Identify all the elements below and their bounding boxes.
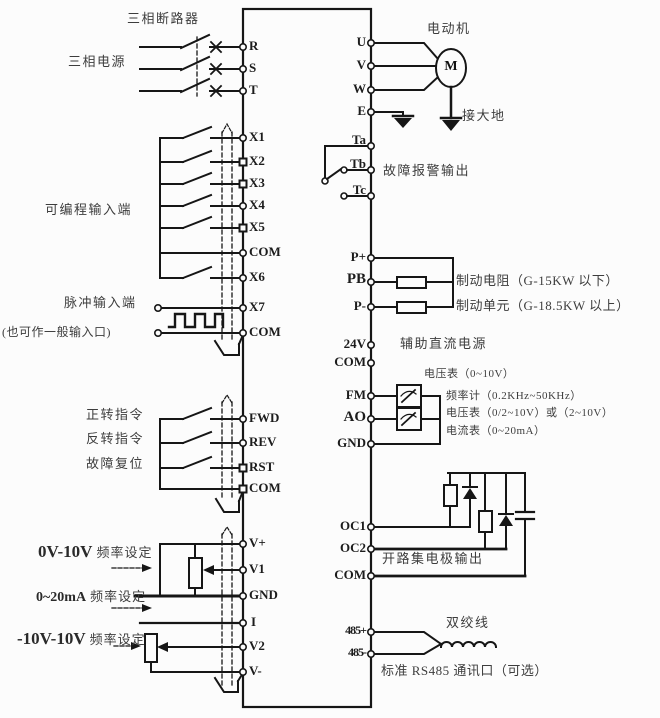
label-0v-10v-suffix: 频率设定 — [96, 545, 153, 560]
label-frequency-meter: 频率计（0.2KHz~50KHz） — [446, 390, 582, 402]
terminal-label-24v: 24V — [343, 336, 366, 351]
terminal-label-485plus: 485+ — [345, 623, 367, 637]
terminal-label-r: R — [249, 38, 259, 53]
terminal-label-com2: COM — [249, 324, 281, 339]
terminal-label-s: S — [249, 60, 257, 75]
terminal-label-ta: Ta — [352, 132, 366, 147]
label-fault-reset: 故障复位 — [86, 456, 145, 471]
label-0-20ma-suffix: 频率设定 — [90, 589, 147, 604]
label-neg10v-10v-suffix: 频率设定 — [89, 632, 146, 647]
terminal-label-485minus: 485- — [348, 645, 367, 659]
motor-m-symbol: M — [444, 59, 458, 74]
terminal-label-x5: X5 — [249, 219, 265, 234]
label-three-phase-power: 三相电源 — [68, 54, 127, 69]
terminal-label-e: E — [357, 103, 366, 118]
terminal-label-pplus: P+ — [350, 249, 366, 264]
command-input-switches — [159, 406, 241, 490]
terminal-label-u: U — [356, 34, 366, 49]
label-braking-unit: 制动单元（G-18.5KW 以上） — [456, 298, 630, 313]
terminal-label-gnd1: GND — [249, 587, 278, 602]
terminal-label-com3: COM — [249, 480, 281, 495]
label-0v-10v-setting: 0V-10V 频率设定 — [38, 543, 152, 562]
terminal-label-rst: RST — [249, 459, 275, 474]
terminal-label-fwd: FWD — [249, 410, 280, 425]
shield-cable-commands — [214, 393, 245, 513]
terminal-label-pb: PB — [346, 271, 366, 287]
label-voltmeter-2-10v: 电压表（0/2~10V）或（2~10V） — [446, 407, 614, 419]
earth-ground-symbols — [370, 111, 463, 131]
terminal-label-com4: COM — [334, 354, 366, 369]
terminal-label-vminus: V- — [249, 663, 262, 678]
label-twisted-pair: 双绞线 — [446, 615, 490, 630]
braking-circuit — [370, 257, 454, 314]
programmable-input-switches — [159, 125, 241, 280]
label-forward-command: 正转指令 — [86, 407, 145, 422]
terminal-label-x1: X1 — [249, 129, 265, 144]
label-three-phase-breaker: 三相断路器 — [127, 11, 200, 26]
terminal-label-fm: FM — [345, 387, 366, 402]
label-pulse-note: (也可作一般输入口) — [2, 325, 111, 339]
terminal-label-rev: REV — [249, 434, 277, 449]
label-earth-ground: 接大地 — [462, 108, 506, 123]
terminal-label-tb: Tb — [350, 156, 366, 171]
label-open-collector-output: 开路集电极输出 — [382, 551, 484, 566]
label-pulse-input: 脉冲输入端 — [64, 295, 137, 310]
meter-outputs — [370, 384, 441, 445]
label-reverse-command: 反转指令 — [86, 431, 145, 446]
terminal-label-x2: X2 — [249, 153, 265, 168]
terminal-label-v: V — [356, 57, 366, 72]
terminal-label-x3: X3 — [249, 175, 265, 190]
terminal-label-v2: V2 — [249, 638, 265, 653]
setting-pointer-arrows — [111, 564, 152, 650]
label-braking-resistor: 制动电阻（G-15KW 以下） — [456, 273, 619, 288]
label-0-20ma-value: 0~20mA — [36, 590, 87, 605]
terminal-label-com5: COM — [334, 567, 366, 582]
terminal-label-vplus: V+ — [249, 535, 266, 550]
label-aux-dc-power: 辅助直流电源 — [400, 336, 488, 351]
left-terminal-markers — [238, 42, 248, 676]
terminal-label-ao: AO — [343, 409, 367, 425]
terminal-label-oc2: OC2 — [340, 540, 366, 555]
label-neg10v-10v-setting: -10V-10V 频率设定 — [17, 630, 146, 649]
label-ammeter: 电流表（0~20mA） — [446, 425, 546, 437]
terminal-label-i: I — [251, 614, 257, 629]
open-collector-circuit — [369, 472, 536, 578]
inverter-body — [241, 7, 373, 709]
label-0-20ma-setting: 0~20mA 频率设定 — [36, 589, 146, 606]
terminal-label-pminus: P- — [353, 298, 366, 313]
terminal-label-com1: COM — [249, 244, 281, 259]
terminal-label-w: W — [353, 81, 366, 96]
terminal-label-x4: X4 — [249, 197, 265, 212]
terminal-label-oc1: OC1 — [340, 518, 366, 533]
analog-input-circuit — [133, 543, 242, 673]
label-0v-10v-value: 0V-10V — [38, 542, 93, 561]
shield-cable-inputs — [213, 122, 245, 356]
terminal-label-x7: X7 — [249, 299, 265, 314]
rs485-twisted-pair — [370, 631, 498, 655]
label-neg10v-10v-value: -10V-10V — [17, 629, 86, 648]
right-terminal-markers — [366, 38, 375, 658]
label-fault-alarm-output: 故障报警输出 — [383, 163, 471, 178]
label-motor: 电动机 — [427, 21, 471, 36]
three-phase-breaker-symbol — [139, 33, 241, 98]
terminal-label-tc: Tc — [352, 182, 366, 197]
terminal-label-gnd2: GND — [337, 435, 366, 450]
pulse-input-symbol — [154, 303, 241, 337]
terminal-label-t: T — [249, 82, 258, 97]
label-programmable-inputs: 可编程输入端 — [45, 202, 133, 217]
label-voltmeter-0-10v: 电压表（0~10V） — [424, 368, 515, 380]
motor-circuit — [370, 42, 467, 120]
shield-cable-analog — [213, 525, 245, 693]
terminal-label-x6: X6 — [249, 269, 265, 284]
terminal-label-v1: V1 — [249, 561, 265, 576]
label-rs485-port: 标准 RS485 通讯口（可选） — [381, 663, 548, 678]
